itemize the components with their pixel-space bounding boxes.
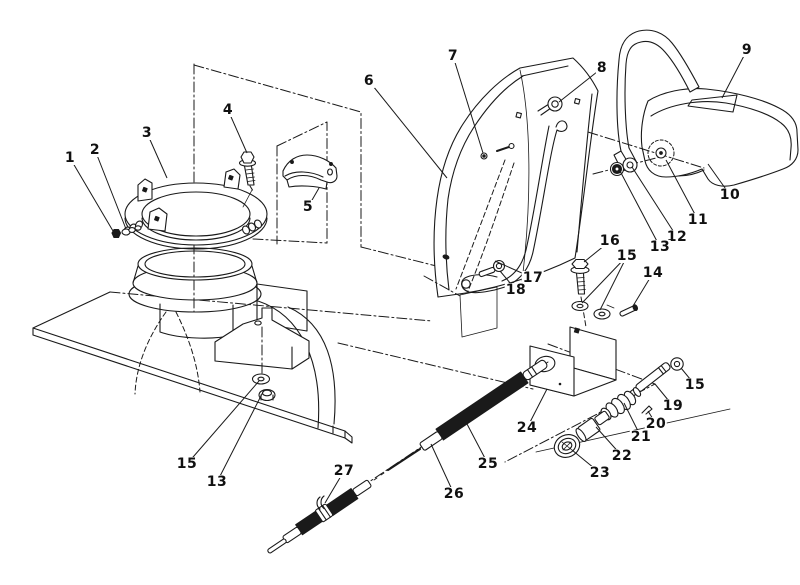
leader-line <box>227 109 248 154</box>
callout-label: 10 <box>718 187 742 203</box>
callout-label: 26 <box>442 486 466 502</box>
shield-hole <box>573 98 581 105</box>
callout-label: 9 <box>740 42 754 58</box>
callout-label: 1 <box>63 150 77 166</box>
leader-line <box>721 49 748 99</box>
callout-label: 23 <box>588 465 612 481</box>
clamp-ring <box>122 168 268 250</box>
cable-bracket-24 <box>529 326 617 397</box>
washer-15-b <box>593 308 611 320</box>
leader-line <box>430 443 455 495</box>
clamp-27 <box>316 495 325 510</box>
leader-line <box>581 255 628 304</box>
ferrule-26 <box>419 431 443 451</box>
callout-label: 2 <box>88 142 102 158</box>
bolt-8 <box>537 96 563 116</box>
callout-label: 27 <box>332 463 356 479</box>
bolt-18 <box>478 259 506 278</box>
leader-line <box>452 55 484 154</box>
callout-label: 13 <box>648 239 672 255</box>
nut-1-and-washers-2 <box>111 225 142 239</box>
callout-label: 6 <box>362 73 376 89</box>
leader-line <box>69 157 114 232</box>
leader-line <box>558 67 603 103</box>
callout-label: 17 <box>521 270 545 286</box>
pivot-boss-11 <box>647 139 675 167</box>
callout-label: 4 <box>221 102 235 118</box>
washer-15-lower <box>251 373 271 385</box>
cover-pivot-hardware <box>609 139 675 177</box>
bolt-4 <box>238 151 257 208</box>
shield-hole <box>515 111 522 119</box>
callout-label: 5 <box>301 199 315 215</box>
spring-assembly <box>553 357 684 458</box>
callout-label: 19 <box>661 398 685 414</box>
discharge-cover <box>613 29 799 187</box>
leader-line <box>368 80 448 179</box>
deck-bracket <box>214 307 310 402</box>
leader-line <box>94 149 127 230</box>
callout-label: 16 <box>598 233 622 249</box>
callout-label: 20 <box>644 416 668 432</box>
washer-15-right <box>670 357 684 371</box>
leader-line <box>631 166 678 238</box>
leader-line <box>665 159 699 221</box>
leader-line <box>186 380 260 465</box>
callout-label: 14 <box>641 265 665 281</box>
bushing-22-nose <box>594 410 610 426</box>
pin-14 <box>619 304 639 317</box>
clip-20 <box>641 405 653 415</box>
control-rod-17 <box>461 120 568 294</box>
callout-label: 15 <box>683 377 707 393</box>
control-cable <box>267 359 549 554</box>
bolt-16 <box>570 258 590 295</box>
callout-label: 8 <box>595 60 609 76</box>
washer-15-a <box>571 300 589 312</box>
callout-label: 18 <box>504 282 528 298</box>
leader-line <box>599 255 628 311</box>
leader-line <box>619 170 661 248</box>
cover-strap <box>616 29 700 167</box>
leader-line <box>216 389 265 483</box>
callout-label: 25 <box>476 456 500 472</box>
callout-label: 15 <box>175 456 199 472</box>
callout-label: 22 <box>610 448 634 464</box>
leader-line <box>146 132 168 179</box>
callout-label: 3 <box>140 125 154 141</box>
callout-label: 21 <box>629 429 653 445</box>
callout-label: 11 <box>686 212 710 228</box>
callout-label: 13 <box>205 474 229 490</box>
callout-label: 7 <box>446 48 460 64</box>
callout-label: 24 <box>515 420 539 436</box>
latch-5 <box>282 154 338 190</box>
cover-label-9 <box>687 94 738 113</box>
callout-label: 12 <box>665 229 689 245</box>
callout-label: 15 <box>615 248 639 264</box>
deflector-shield <box>433 57 599 298</box>
chute-drum <box>128 247 336 429</box>
